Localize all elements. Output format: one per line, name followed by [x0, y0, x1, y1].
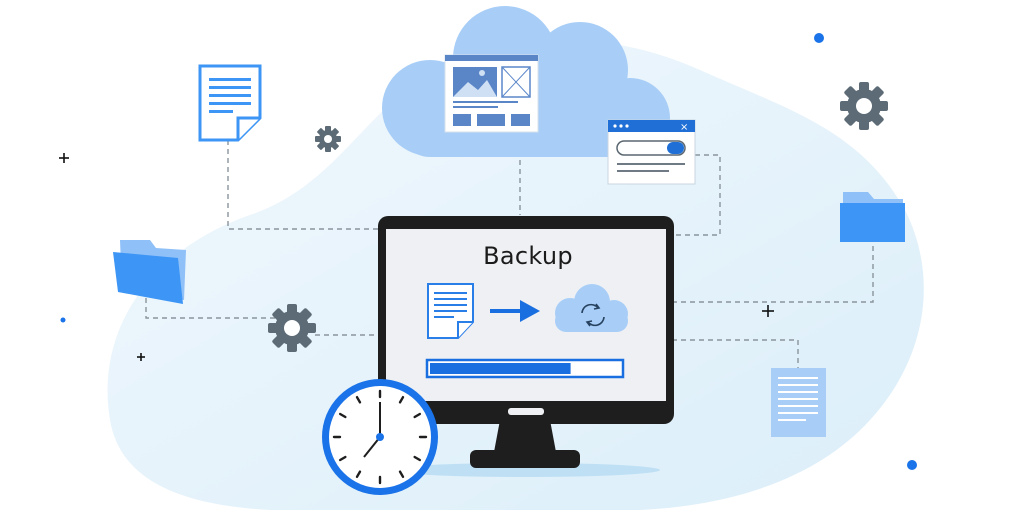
gallery-window-icon	[444, 54, 539, 133]
document-icon	[198, 64, 262, 142]
clock-tick	[398, 470, 405, 479]
gear-icon	[840, 82, 888, 130]
connector-lines	[145, 140, 874, 368]
backup-title: Backup	[483, 242, 573, 270]
clock-tick	[355, 470, 362, 479]
clock-tick	[398, 395, 405, 404]
document-icon	[771, 368, 826, 437]
clock-tick	[413, 412, 422, 419]
clock-tick	[338, 455, 347, 462]
backup-progress-bar	[425, 358, 625, 379]
gear-icon	[268, 304, 316, 352]
sync-icon	[581, 303, 605, 327]
clock-icon	[322, 379, 438, 495]
folder-icon	[840, 192, 905, 242]
clock-tick	[413, 455, 422, 462]
folder-icon	[113, 240, 186, 304]
decorative-dots	[60, 33, 917, 470]
clock-tick	[338, 412, 347, 419]
browser-window-icon: ×	[607, 119, 696, 185]
svg-text:×: ×	[680, 122, 688, 133]
gear-icon	[315, 126, 341, 152]
arrow-right-icon	[490, 300, 540, 322]
decorative-plus-marks	[59, 153, 774, 361]
clock-tick	[355, 395, 362, 404]
screen-document-icon	[427, 283, 474, 339]
progress-fill	[430, 363, 571, 374]
